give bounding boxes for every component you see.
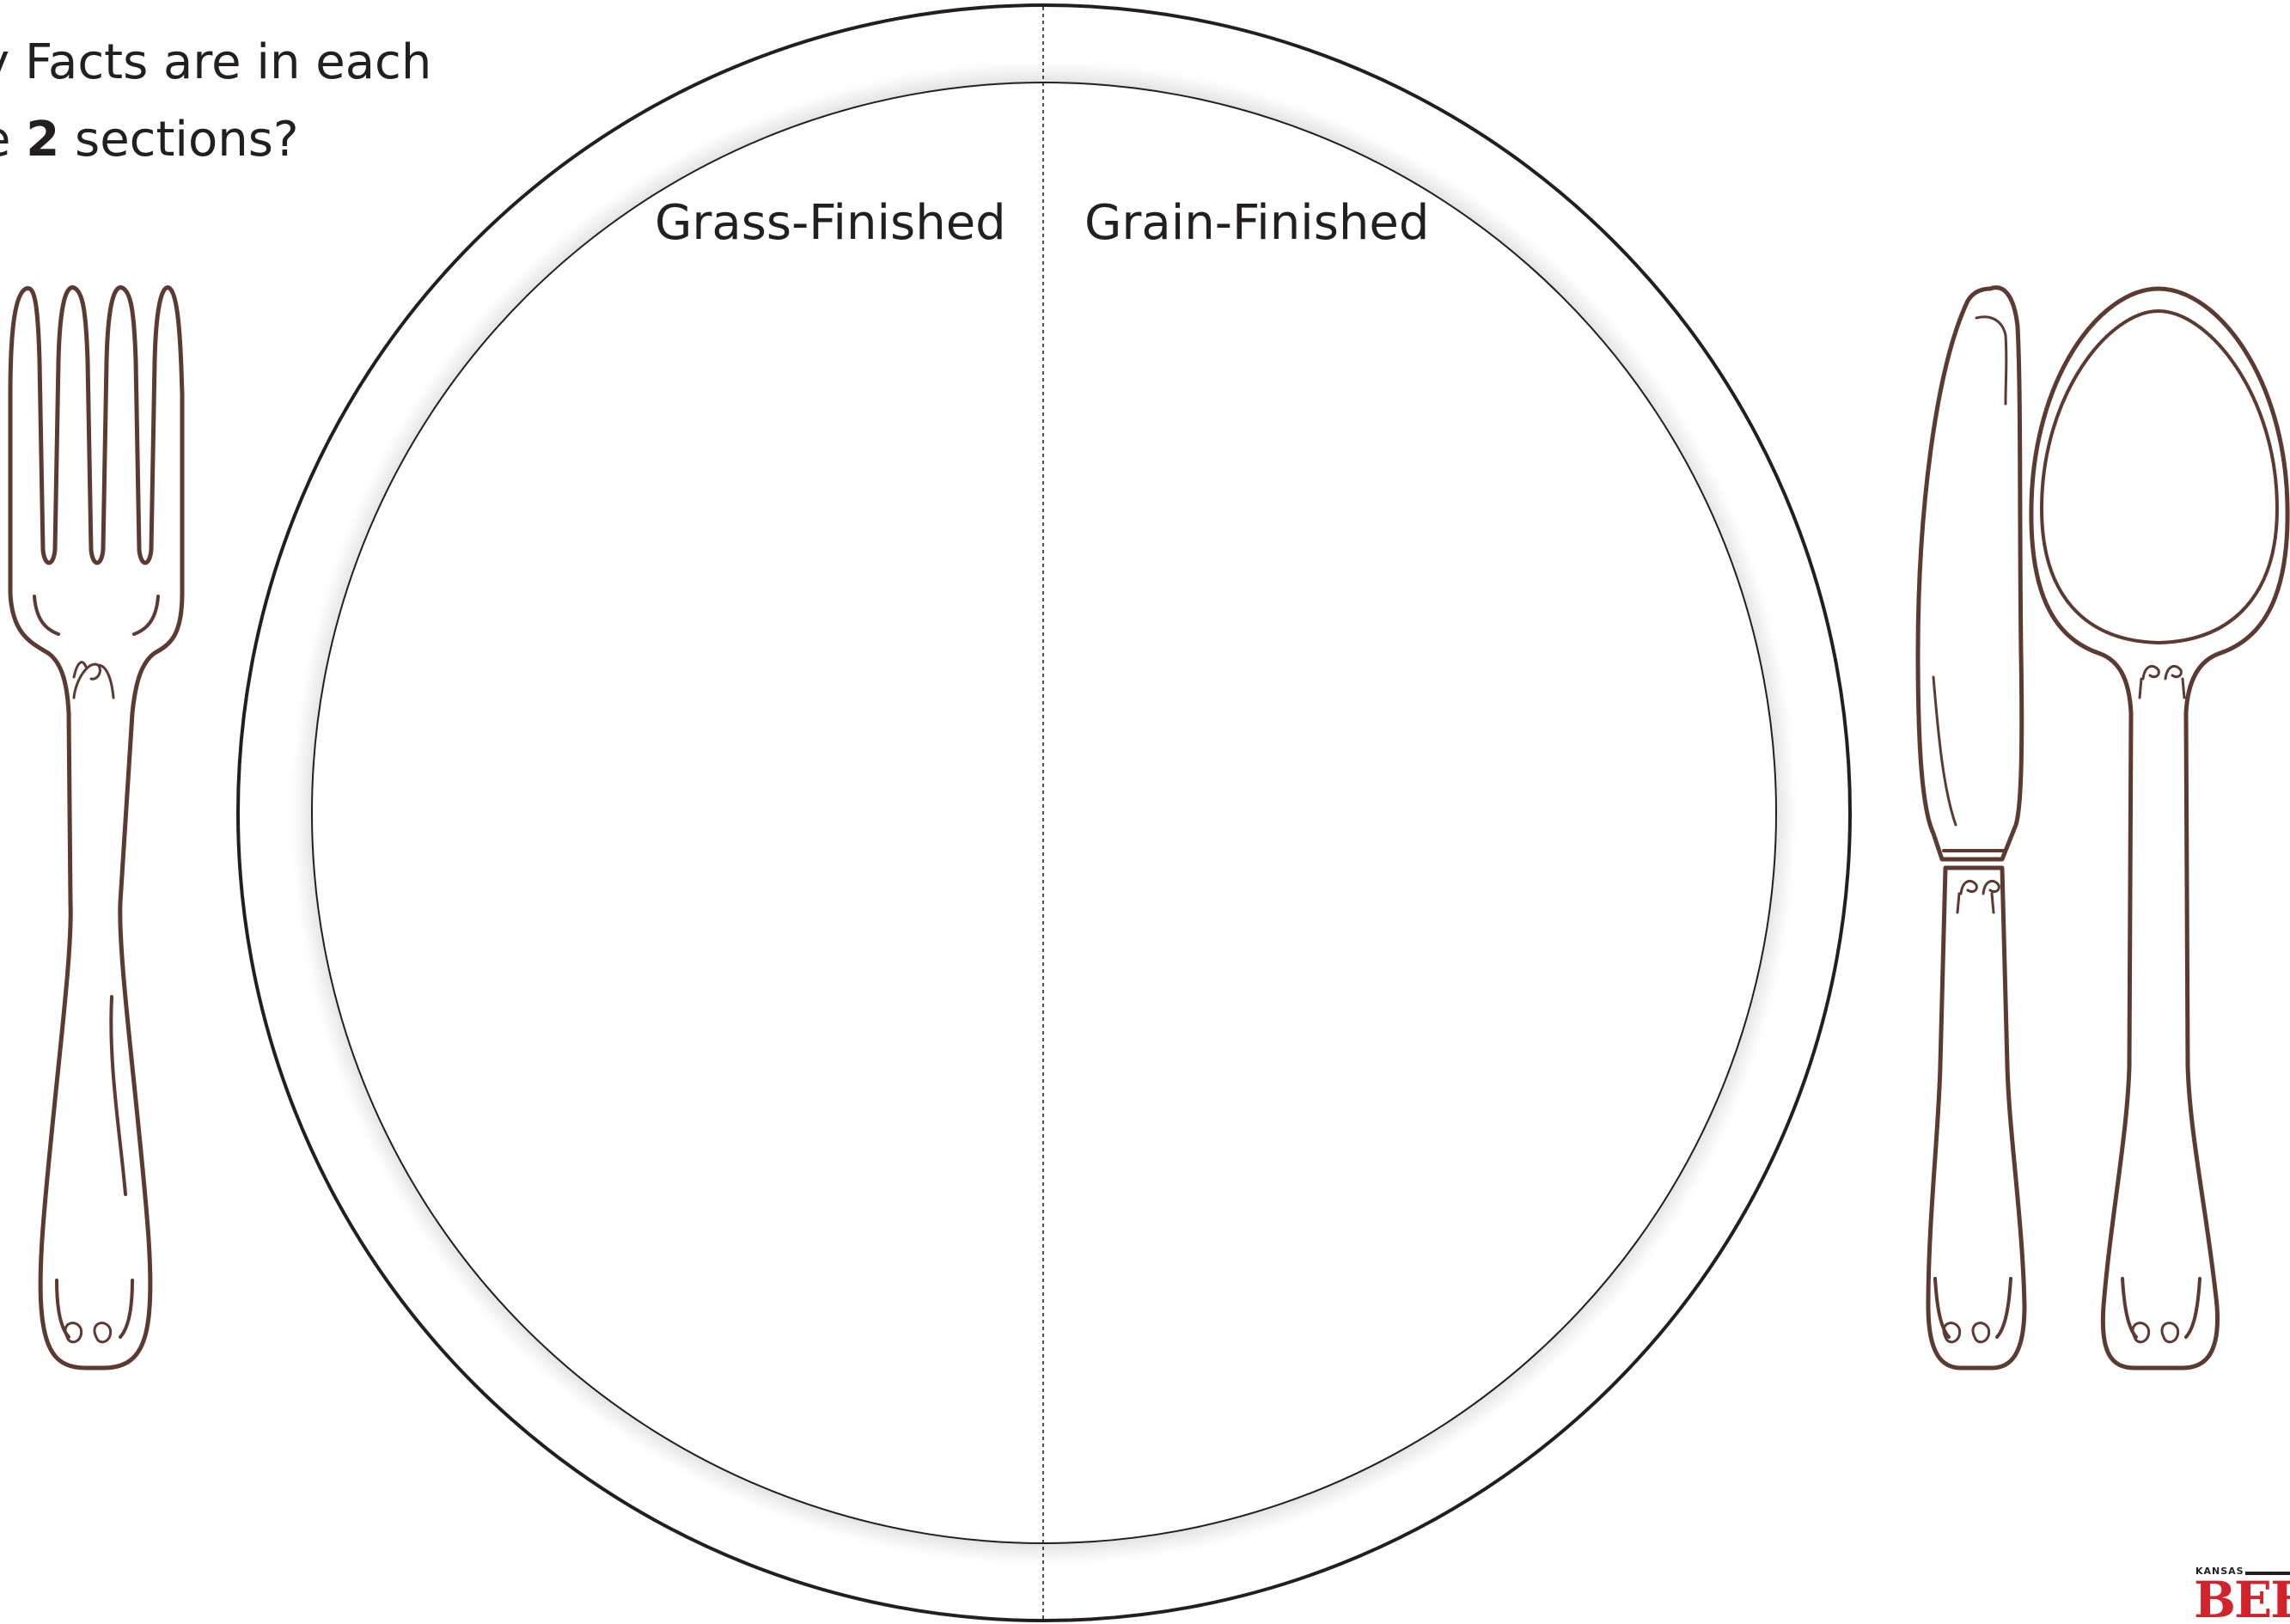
dinner-plate [236, 3, 1852, 1622]
plate-inner-circle [311, 82, 1777, 1544]
instruction-line-2-end: sections? [59, 112, 299, 168]
logo-brand-text: BEEF [2194, 1571, 2290, 1624]
grass-finished-label: Grass-Finished [655, 195, 1006, 251]
fork-icon [8, 285, 185, 1371]
logo-rule [2245, 1572, 2290, 1575]
section-count: 2 [26, 112, 60, 168]
instruction-line-2-start: e [0, 112, 26, 168]
kansas-beef-logo: KANSAS BEEF [2194, 1566, 2290, 1624]
instruction-line-2: e 2 sections? [0, 101, 431, 179]
instruction-line-1: y Facts are in each [0, 34, 432, 90]
spoon-icon [2029, 286, 2290, 1371]
instruction-text: y Facts are in each e 2 sections? [0, 24, 431, 179]
knife-icon [1915, 285, 2027, 1371]
logo-state-text: KANSAS [2195, 1566, 2244, 1577]
grain-finished-label: Grain-Finished [1084, 195, 1430, 251]
